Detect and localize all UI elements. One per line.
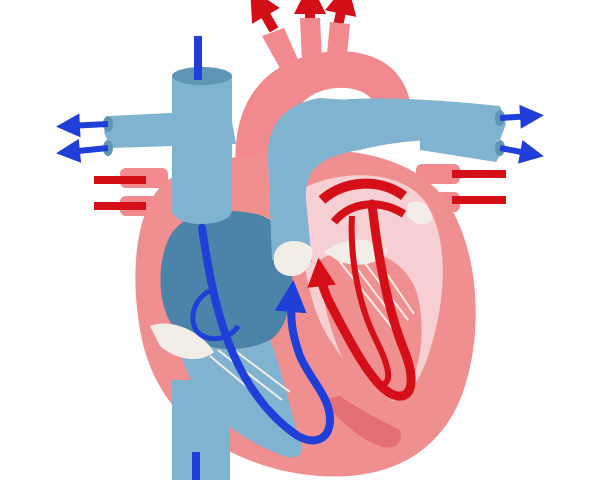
inferior-vena-cava-body <box>172 380 230 480</box>
left-ventricle-flow-inner <box>348 215 392 387</box>
mitral-chordae <box>339 257 415 331</box>
superior-vena-cava-body <box>172 76 232 224</box>
aortic-valve-leaflet <box>406 201 432 225</box>
pulmonary-vein-left-upper <box>416 164 460 184</box>
pulmonary-valve <box>273 241 313 276</box>
inferior-vena-cava <box>172 380 230 480</box>
left-atrium-flow-curve-inner <box>330 200 407 225</box>
deoxygenated-blood-flow <box>56 36 544 480</box>
mitral-valve-leaflet <box>324 239 388 265</box>
aortic-branch-middle <box>300 18 322 62</box>
aortic-branch-arrow-left <box>250 0 280 33</box>
pulmonary-outflow-left-upper-arrow <box>56 113 109 138</box>
pulmonary-artery-left-branch <box>104 110 236 148</box>
pulmonary-artery-right-fork <box>420 130 502 162</box>
left-atrium-flow-curve-outer <box>318 178 407 204</box>
mitral-valve <box>324 201 432 331</box>
right-heart-flow-path <box>198 224 335 445</box>
tricuspid-valve-leaflet <box>150 323 214 360</box>
right-ventricle <box>176 330 302 458</box>
aortic-branch-arrow-right <box>325 0 357 28</box>
tricuspid-valve <box>150 323 291 407</box>
pulmonary-outflow-left-lower-arrow <box>56 138 109 163</box>
pulmonary-artery <box>103 98 506 262</box>
pulmonary-artery-trunk <box>267 98 360 262</box>
pulmonary-outflow-right-lower-arrow <box>499 139 544 164</box>
left-ventricle-flow-outer <box>307 199 416 401</box>
aortic-branch-left <box>262 28 300 72</box>
ventricle-inner-wall <box>320 396 402 448</box>
oxygenated-blood-flow <box>94 170 506 401</box>
tricuspid-inflow-curl <box>190 287 241 342</box>
pulmonary-outflow-right-upper-arrow <box>499 104 544 129</box>
